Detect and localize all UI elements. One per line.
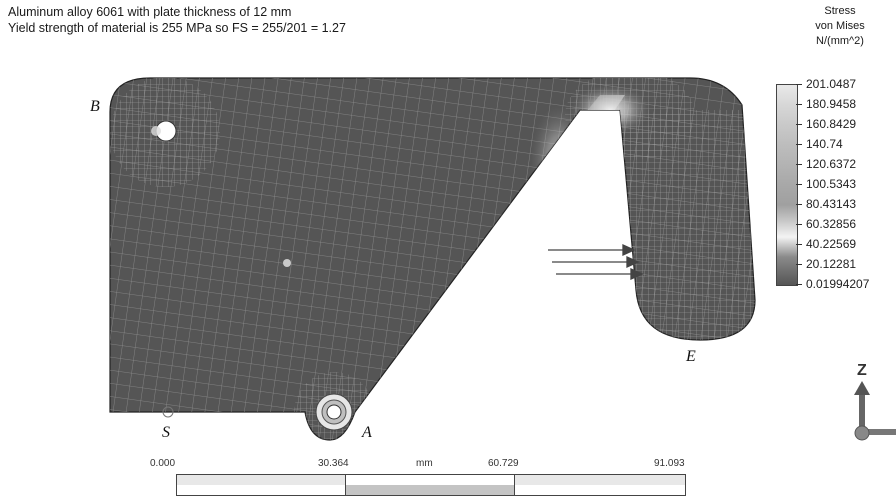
legend-value: 120.6372 <box>806 157 857 171</box>
scale-segment <box>346 485 515 495</box>
legend-title: Stress von Mises N/(mm^2) <box>780 4 896 49</box>
z-axis-label: Z <box>857 362 867 379</box>
legend-tick <box>796 144 802 145</box>
legend-tick <box>796 284 802 285</box>
load-arrows <box>548 243 644 281</box>
legend-tick <box>796 244 802 245</box>
legend-value: 40.22569 <box>806 237 857 251</box>
legend-tick <box>796 84 802 85</box>
scale-value-2: 60.729 <box>488 458 519 469</box>
legend-tick <box>796 104 802 105</box>
legend-tick <box>796 224 802 225</box>
point-label-a: A <box>362 424 372 441</box>
legend-value: 20.12281 <box>806 257 857 271</box>
axis-triad-icon[interactable]: Z <box>845 355 896 455</box>
scale-value-0: 0.000 <box>150 458 176 469</box>
legend-tick <box>796 184 802 185</box>
legend-title-von-mises: von Mises <box>815 20 865 32</box>
part-body <box>109 77 756 441</box>
interior-marker <box>283 259 291 267</box>
legend-tick <box>796 124 802 125</box>
legend-title-stress: Stress <box>824 5 856 17</box>
legend-value: 60.32856 <box>806 217 857 231</box>
legend-value: 100.5343 <box>806 177 857 191</box>
legend-value: 0.01994207 <box>806 277 870 291</box>
legend-unit: N/(mm^2) <box>816 35 864 47</box>
legend-value: 80.43143 <box>806 197 857 211</box>
scale-value-3: 91.093 <box>654 458 685 469</box>
scale-segment <box>177 485 346 495</box>
legend-value: 160.8429 <box>806 117 857 131</box>
legend-tick <box>796 264 802 265</box>
point-label-e: E <box>686 348 696 365</box>
legend-value: 180.9458 <box>806 97 857 111</box>
legend-value: 140.74 <box>806 137 843 151</box>
support-s-marker <box>162 406 174 418</box>
hole-a <box>315 393 353 431</box>
hole-b <box>151 120 177 142</box>
title-line-2: Yield strength of material is 255 MPa so… <box>8 21 346 35</box>
scale-segment <box>515 485 685 495</box>
title-line-1: Aluminum alloy 6061 with plate thickness… <box>8 5 292 19</box>
title-block: Aluminum alloy 6061 with plate thickness… <box>8 4 346 36</box>
scale-bar <box>176 474 686 496</box>
legend-tick <box>796 164 802 165</box>
scale-value-1: 30.364 <box>318 458 349 469</box>
point-label-s: S <box>162 424 170 441</box>
scale-unit: mm <box>416 458 433 469</box>
legend-value: 201.0487 <box>806 77 857 91</box>
point-label-b: B <box>90 98 100 115</box>
legend-tick <box>796 204 802 205</box>
legend-color-bar <box>776 84 798 286</box>
